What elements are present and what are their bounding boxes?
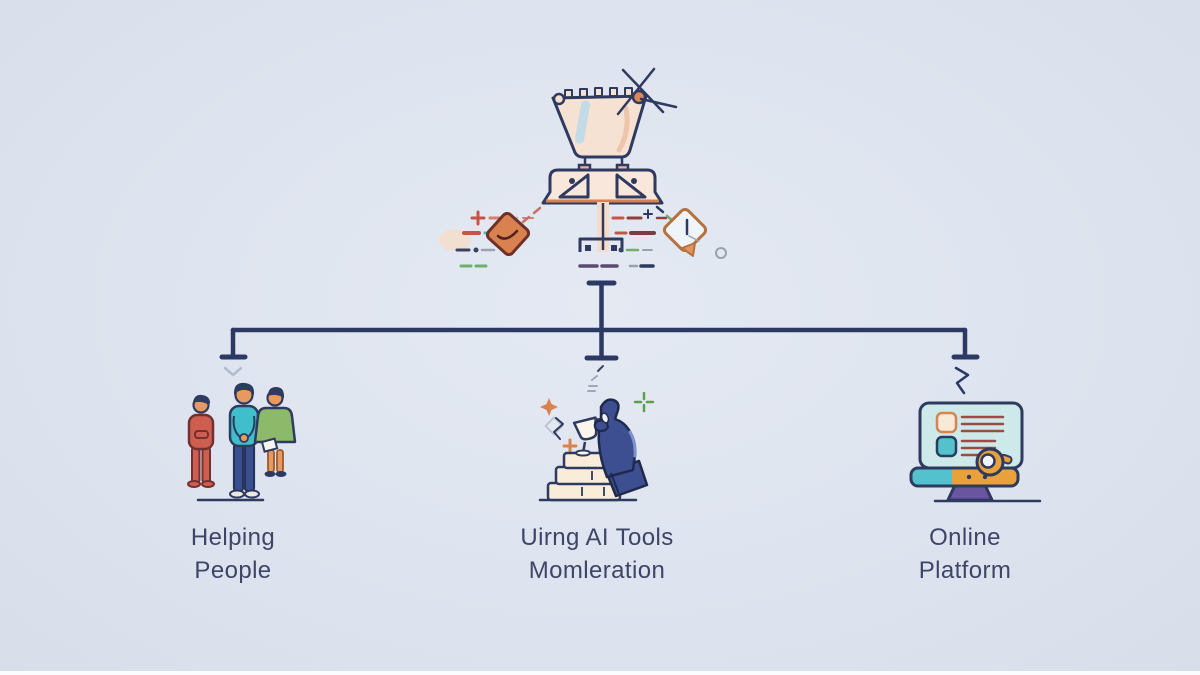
chevron-down-icon bbox=[223, 366, 243, 377]
branch-label-online-platform: Online Platform bbox=[835, 521, 1095, 587]
branch-label-helping-people: Helping People bbox=[103, 521, 363, 587]
orange-diamond-icon bbox=[485, 211, 531, 257]
star-sparkle-icon bbox=[540, 398, 558, 416]
label-line: Helping bbox=[190, 524, 276, 551]
screen-card-teal bbox=[935, 435, 958, 458]
person-red bbox=[187, 394, 215, 488]
label-line: Momleration bbox=[528, 557, 666, 584]
dashes-down-icon bbox=[587, 365, 604, 392]
antenna-icon bbox=[616, 67, 678, 116]
zigzag-right-icon bbox=[954, 366, 970, 395]
diamond-outline-decoration bbox=[544, 416, 564, 436]
hand-icon bbox=[593, 398, 649, 498]
label-line: People bbox=[194, 557, 272, 584]
small-ring-decoration bbox=[715, 247, 727, 259]
screen-card-cream bbox=[935, 411, 958, 434]
label-line: Online bbox=[929, 524, 1001, 551]
monitor-bottom-bar bbox=[909, 466, 1020, 488]
note-diamond-icon bbox=[662, 207, 708, 257]
hand-stacking-tools-icon bbox=[538, 392, 655, 502]
green-plus-sparkle-icon bbox=[633, 392, 655, 413]
magnifier-icon bbox=[975, 447, 1013, 477]
bottom-edge-strip bbox=[0, 671, 1200, 675]
branch-label-ai-tools: Uirng AI Tools Momleration bbox=[467, 521, 727, 587]
zigzag-decoration bbox=[553, 417, 564, 440]
label-line: Platform bbox=[918, 557, 1012, 584]
label-line: Uirng AI Tools bbox=[520, 524, 674, 551]
person-green bbox=[253, 387, 297, 477]
computer-monitor-icon bbox=[909, 401, 1042, 503]
person-teal bbox=[228, 382, 260, 499]
machine-stem bbox=[578, 202, 624, 252]
people-group-icon bbox=[187, 382, 297, 502]
orange-plus-icon bbox=[562, 438, 578, 454]
ai-machine-icon bbox=[439, 67, 727, 268]
machine-hopper bbox=[551, 67, 678, 178]
machine-body bbox=[541, 168, 664, 205]
